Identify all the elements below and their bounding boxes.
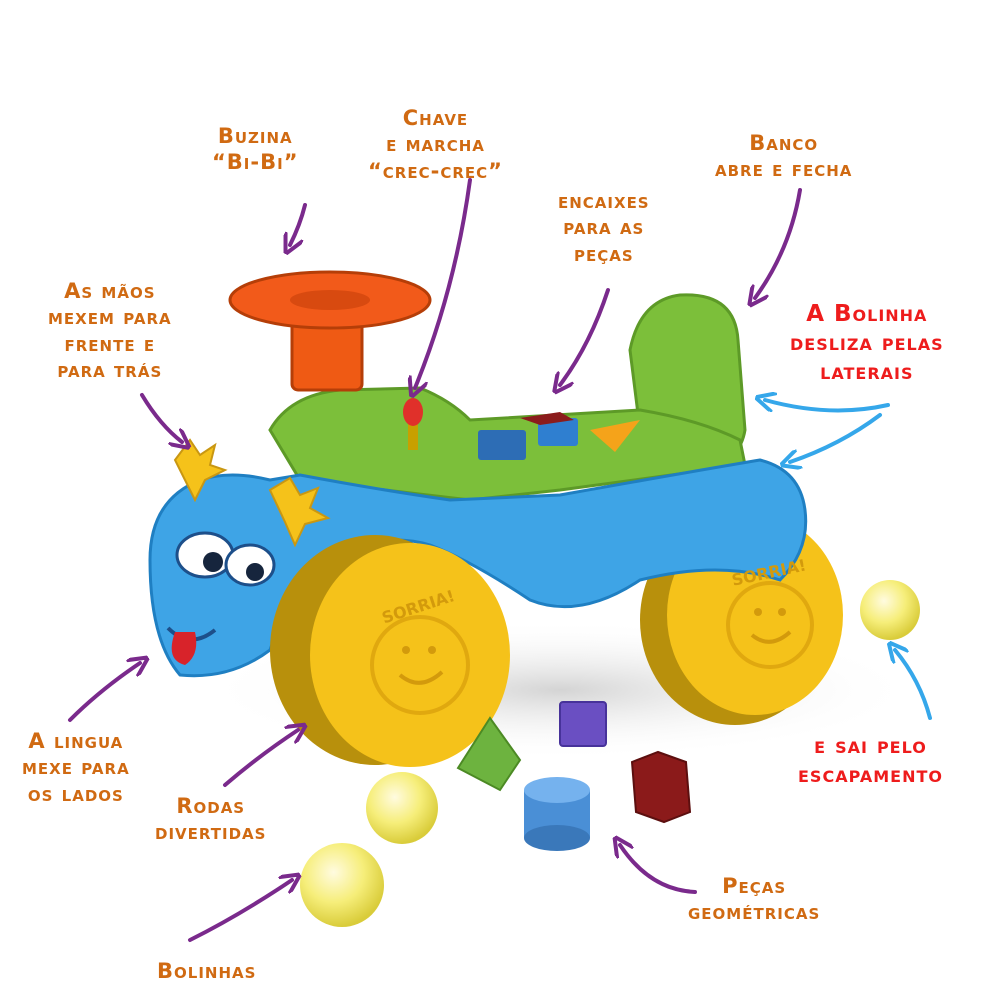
- hexagon-slot: [520, 412, 574, 425]
- purple-cube-piece: [559, 701, 607, 747]
- label-lingua: A lingua mexe para os lados: [22, 728, 130, 807]
- label-line: “Bi-Bi”: [212, 150, 299, 175]
- label-chave: Chave e marcha “crec-crec”: [368, 105, 503, 184]
- label-line: A Bolinha: [806, 301, 928, 327]
- label-rodas: Rodas divertidas: [155, 793, 266, 846]
- label-line: para as: [563, 215, 645, 240]
- green-triangle-piece: [456, 716, 522, 792]
- arrow-buzina: [290, 203, 307, 245]
- steering-column: [290, 318, 364, 392]
- arrow-bolinhas: [188, 880, 292, 942]
- label-line: abre e fecha: [715, 157, 853, 182]
- label-line: geométricas: [688, 900, 821, 925]
- ball-right: [860, 580, 920, 640]
- red-hexagon-piece: [630, 750, 692, 824]
- label-sai: e sai pelo escapamento: [798, 732, 943, 790]
- blue-cylinder-piece: [524, 777, 590, 851]
- label-line: Peças: [722, 874, 787, 898]
- ball-bottom: [300, 843, 384, 927]
- arrow-rodas: [223, 730, 298, 787]
- label-buzina: Buzina “Bi-Bi”: [212, 123, 299, 176]
- label-line: “crec-crec”: [368, 158, 503, 183]
- label-line: Bolinhas: [157, 959, 257, 983]
- label-line: peças: [573, 241, 634, 266]
- label-line: Rodas: [176, 794, 246, 818]
- arrow-encaixes: [560, 288, 610, 385]
- geometric-pieces: [456, 701, 692, 851]
- arrow-lingua: [68, 663, 140, 722]
- label-encaixes: encaixes para as peças: [558, 188, 650, 267]
- label-line: mexem para: [48, 305, 172, 330]
- arrow-banco: [755, 188, 802, 298]
- front-wheel: [270, 535, 510, 767]
- arrow-sai: [895, 650, 932, 720]
- label-line: escapamento: [798, 761, 943, 788]
- purple-arrows: [68, 178, 802, 942]
- label-pecas: Peças geométricas: [688, 873, 820, 926]
- label-line: Buzina: [217, 124, 293, 148]
- rect-slot: [538, 418, 578, 446]
- label-line: encaixes: [558, 189, 650, 213]
- label-line: Banco: [749, 131, 819, 155]
- arrow-bolinha-lower: [790, 413, 882, 462]
- label-line: A lingua: [28, 729, 124, 753]
- tongue: [171, 632, 197, 665]
- label-maos: As mãos mexem para frente e para trás: [48, 278, 172, 383]
- label-line: e marcha: [386, 132, 485, 157]
- label-bolinhas: Bolinhas: [157, 958, 256, 984]
- key-and-gear: [403, 398, 423, 450]
- ball-center: [366, 772, 438, 844]
- label-line: os lados: [27, 781, 124, 806]
- hands: [173, 438, 331, 548]
- label-line: para trás: [57, 357, 163, 382]
- label-line: frente e: [64, 331, 156, 356]
- label-line: desliza pelas: [790, 329, 944, 356]
- label-line: laterais: [820, 358, 914, 385]
- triangle-slot: [590, 420, 640, 452]
- label-line: e sai pelo: [814, 733, 927, 759]
- face: [166, 531, 276, 665]
- label-banco: Banco abre e fecha: [715, 130, 852, 183]
- arrow-bolinha-upper: [765, 400, 890, 413]
- arrow-pecas: [620, 845, 697, 894]
- label-line: As mãos: [64, 279, 156, 303]
- square-slot: [478, 430, 526, 460]
- label-line: divertidas: [155, 820, 267, 845]
- arrow-maos: [140, 393, 182, 442]
- arrow-chave: [415, 178, 472, 388]
- label-line: Chave: [402, 106, 469, 130]
- label-bolinha: A Bolinha desliza pelas laterais: [790, 300, 944, 386]
- label-line: mexe para: [22, 755, 130, 780]
- blue-arrows: [765, 400, 932, 720]
